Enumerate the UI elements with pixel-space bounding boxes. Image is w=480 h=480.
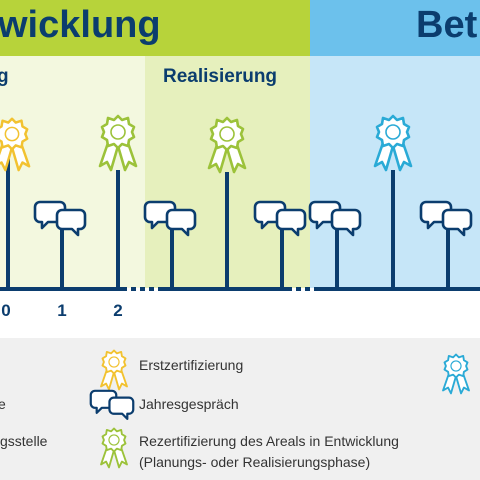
development-header-band xyxy=(0,0,310,56)
legend-label-recert-line2: (Planungs- oder Realisierungsphase) xyxy=(139,454,371,470)
realization-phase-title: Realisierung xyxy=(163,66,278,87)
legend-award-recert-icon xyxy=(100,427,128,469)
legend-label-first-cert: Erstzertifizierung xyxy=(139,357,244,373)
stem-chat-4 xyxy=(335,230,339,290)
operation-header-title: Bet xyxy=(416,4,478,46)
planning-phase-title: g xyxy=(0,66,9,87)
axis-label-1: 1 xyxy=(57,301,67,320)
planning-phase-background xyxy=(0,56,145,288)
award-recert-icon-1 xyxy=(98,114,138,172)
stem-recert-1 xyxy=(116,170,120,290)
operation-header-band xyxy=(310,0,480,56)
legend-chat-icon xyxy=(89,389,135,420)
legend-left-fragment-1: e xyxy=(0,396,6,412)
stem-chat-5 xyxy=(446,230,450,290)
stem-recert-2 xyxy=(225,172,229,290)
award-operation-icon xyxy=(373,114,413,172)
legend-left-fragment-2: gsstelle xyxy=(0,433,48,449)
axis-label-0: 0 xyxy=(1,301,11,320)
award-recert-icon-2 xyxy=(207,116,247,174)
legend-award-first-icon xyxy=(100,349,128,391)
axis-label-2: 2 xyxy=(113,301,123,320)
development-header-title: wicklung xyxy=(0,4,161,46)
award-first-cert-icon xyxy=(0,117,31,172)
timeline-graphic xyxy=(0,114,480,291)
legend-label-recert-line1: Rezertifizierung des Areals in Entwicklu… xyxy=(139,433,399,449)
legend-label-annual-meeting: Jahresgespräch xyxy=(139,396,239,412)
stem-chat-3 xyxy=(280,230,284,290)
timeline-axis xyxy=(0,287,480,291)
stem-op-cert xyxy=(391,170,395,290)
timeline-stems xyxy=(6,150,450,290)
legend-background xyxy=(0,338,480,480)
stem-chat-2 xyxy=(170,230,174,290)
stem-chat-1 xyxy=(60,230,64,290)
stem-first-cert xyxy=(6,150,10,290)
legend-award-operation-icon xyxy=(442,353,470,395)
